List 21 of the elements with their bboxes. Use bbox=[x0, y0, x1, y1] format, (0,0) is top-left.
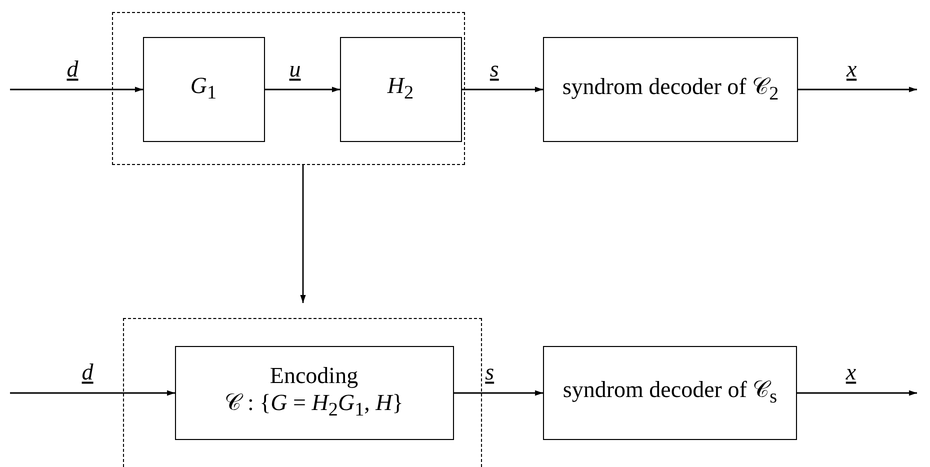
arrow bbox=[10, 390, 175, 396]
dashed-group-box bbox=[123, 318, 482, 467]
block-box bbox=[543, 346, 797, 440]
block-label: G$_{1}$ bbox=[190, 73, 217, 105]
block-box bbox=[543, 37, 798, 142]
arrow bbox=[797, 390, 917, 396]
block-label: 𝒞 : {G = H$_{2}$G$_{1}$, H} bbox=[224, 390, 404, 422]
dashed-group-box bbox=[112, 12, 465, 165]
arrow bbox=[300, 165, 306, 303]
block-label: H$_{2}$ bbox=[387, 73, 414, 105]
arrow bbox=[454, 390, 543, 396]
arrow bbox=[10, 86, 143, 92]
block-label: syndrom decoder of 𝒞$_{s}$ bbox=[562, 377, 778, 409]
block-label: Encoding bbox=[270, 363, 358, 390]
arrow bbox=[265, 86, 340, 92]
arrow bbox=[798, 86, 917, 92]
arrow bbox=[462, 86, 543, 92]
block-label: syndrom decoder of 𝒞$_{2}$ bbox=[562, 74, 779, 106]
block-box bbox=[340, 36, 462, 142]
block-box bbox=[142, 36, 264, 142]
block-box bbox=[174, 346, 454, 440]
